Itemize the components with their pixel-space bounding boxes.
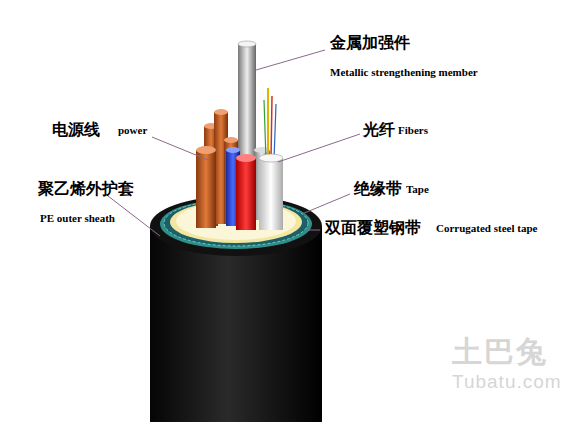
- part-name: 绝缘带: [354, 180, 402, 198]
- part-name-en: Metallic strengthening member: [330, 66, 478, 78]
- part-name-en: Fibers: [398, 124, 428, 136]
- part-name: 电源线: [52, 121, 100, 139]
- part-name-en: Corrugated steel tape: [436, 222, 537, 234]
- part-name: 金属加强件: [330, 34, 410, 52]
- part-name-en: Tape: [406, 183, 429, 195]
- watermark: Tubatu.com: [452, 372, 562, 393]
- watermark: 土巴兔: [452, 335, 548, 368]
- part-name-en: power: [118, 124, 147, 136]
- part-name: 光纤: [363, 121, 395, 139]
- part-name: 双面覆塑钢带: [325, 219, 421, 237]
- part-name: 聚乙烯外护套: [38, 180, 134, 198]
- part-name-en: PE outer sheath: [40, 212, 115, 224]
